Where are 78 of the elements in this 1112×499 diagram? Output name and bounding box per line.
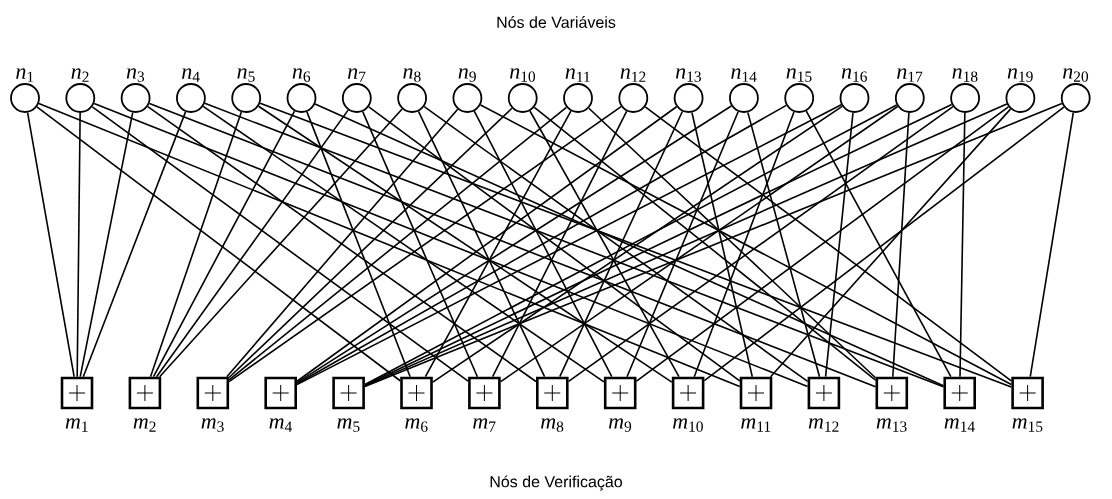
edge-line bbox=[559, 110, 684, 378]
edge-line bbox=[567, 105, 954, 383]
edge-line bbox=[93, 102, 809, 388]
edge-line bbox=[693, 111, 795, 378]
edge-line bbox=[76, 112, 81, 378]
edge-line bbox=[747, 111, 821, 378]
node-label: n$_{8}$ bbox=[403, 68, 421, 82]
edge-line bbox=[703, 106, 1065, 382]
section-heading: Nós de Verificação bbox=[490, 475, 622, 491]
node-label: n$_{12}$ bbox=[620, 68, 646, 82]
node-label: n$_{17}$ bbox=[897, 68, 923, 82]
edge-line bbox=[155, 109, 349, 378]
node-label: n$_{1}$ bbox=[16, 68, 34, 82]
node-label: n$_{4}$ bbox=[182, 68, 200, 82]
node-label: n$_{11}$ bbox=[565, 68, 590, 82]
edge-line bbox=[259, 102, 1013, 388]
node-label: n$_{18}$ bbox=[952, 68, 978, 82]
edge-line bbox=[146, 105, 537, 383]
edge-line bbox=[417, 110, 546, 378]
node-label: m$_{13}$ bbox=[876, 418, 907, 432]
edge-line bbox=[959, 112, 966, 378]
edge-line bbox=[361, 110, 479, 378]
edge-line bbox=[529, 110, 680, 378]
node-label: m$_{8}$ bbox=[541, 418, 564, 432]
node-label: n$_{19}$ bbox=[1007, 68, 1033, 82]
edge-line bbox=[204, 102, 945, 388]
edge-line bbox=[152, 110, 296, 378]
node-label: n$_{5}$ bbox=[237, 68, 255, 82]
edge-line bbox=[424, 110, 572, 378]
node-label: n$_{7}$ bbox=[348, 68, 366, 82]
edge-line bbox=[479, 104, 1013, 386]
edge-line bbox=[38, 102, 741, 388]
node-label: m$_{15}$ bbox=[1012, 418, 1043, 432]
section-heading: Nós de Variáveis bbox=[497, 16, 616, 28]
node-label: m$_{12}$ bbox=[808, 418, 839, 432]
edge-line bbox=[228, 107, 513, 379]
node-label: n$_{2}$ bbox=[71, 68, 89, 82]
node-label: m$_{6}$ bbox=[405, 418, 428, 432]
edge-line bbox=[36, 106, 401, 382]
edge-line bbox=[91, 106, 469, 382]
node-label: m$_{14}$ bbox=[944, 418, 975, 432]
node-label: n$_{10}$ bbox=[510, 68, 536, 82]
node-label: n$_{13}$ bbox=[675, 68, 701, 82]
edge-line bbox=[306, 111, 411, 378]
node-label: m$_{11}$ bbox=[741, 418, 771, 432]
node-label: n$_{16}$ bbox=[841, 68, 867, 82]
node-label: n$_{3}$ bbox=[126, 68, 145, 82]
edge-line bbox=[588, 107, 877, 379]
edge-line bbox=[149, 111, 243, 378]
node-label: m$_{7}$ bbox=[473, 418, 496, 432]
node-label: n$_{20}$ bbox=[1063, 68, 1089, 82]
node-label: m$_{5}$ bbox=[337, 418, 360, 432]
node-label: n$_{6}$ bbox=[292, 68, 311, 82]
node-label: m$_{1}$ bbox=[65, 418, 88, 432]
node-label: n$_{14}$ bbox=[731, 68, 757, 82]
edge-line bbox=[805, 110, 952, 378]
node-label: m$_{3}$ bbox=[201, 418, 224, 432]
node-label: m$_{10}$ bbox=[673, 418, 703, 432]
node-label: n$_{15}$ bbox=[786, 68, 812, 82]
node-label: m$_{2}$ bbox=[133, 418, 156, 432]
edge-line bbox=[1029, 111, 1075, 378]
edge-line bbox=[824, 112, 854, 378]
node-label: m$_{9}$ bbox=[608, 418, 632, 432]
edge-line bbox=[473, 110, 613, 378]
edge-line bbox=[626, 110, 739, 378]
edge-line bbox=[79, 111, 134, 378]
node-label: n$_{9}$ bbox=[458, 68, 476, 82]
edge-line bbox=[491, 110, 628, 378]
edge-line bbox=[26, 111, 75, 378]
edge-line bbox=[892, 112, 910, 378]
edge-line bbox=[148, 102, 877, 388]
edge-line bbox=[82, 111, 187, 378]
node-label: m$_{4}$ bbox=[269, 418, 292, 432]
edge-line bbox=[368, 106, 741, 382]
edge-line bbox=[226, 108, 459, 378]
edge-line bbox=[158, 108, 403, 378]
edge-line bbox=[691, 111, 754, 378]
edge-line bbox=[769, 108, 1012, 378]
